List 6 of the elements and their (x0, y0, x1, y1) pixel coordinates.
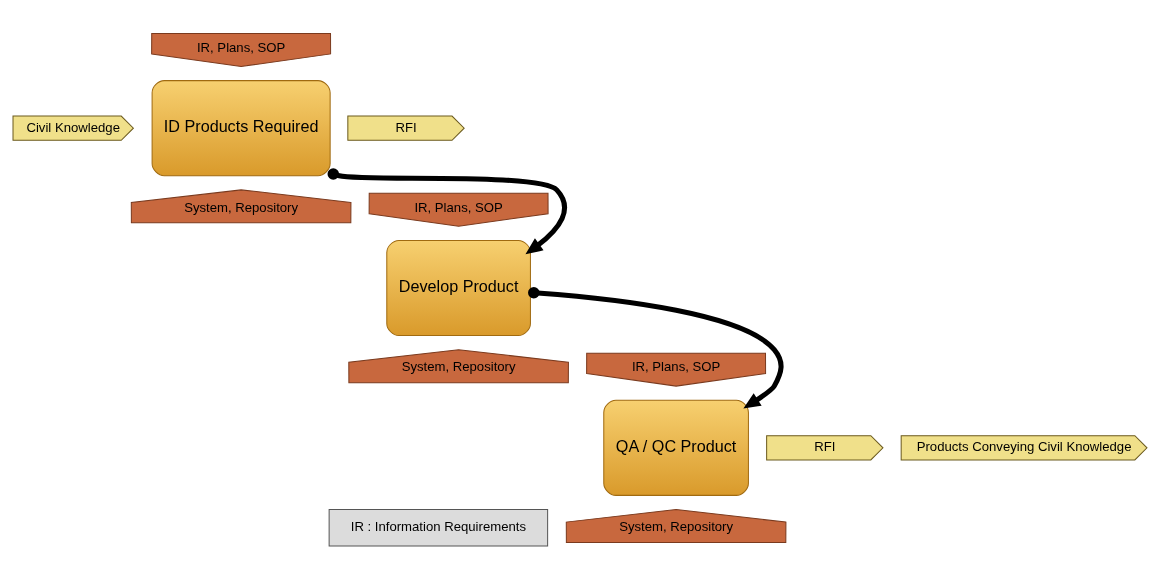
node-box: QA / QC Product (603, 399, 749, 496)
node-box: Develop Product (386, 239, 531, 336)
node-box: IR : Information Requirements (328, 508, 549, 546)
arrow (327, 167, 567, 254)
node-box: ID Products Required (151, 79, 331, 176)
arrow (528, 286, 784, 409)
